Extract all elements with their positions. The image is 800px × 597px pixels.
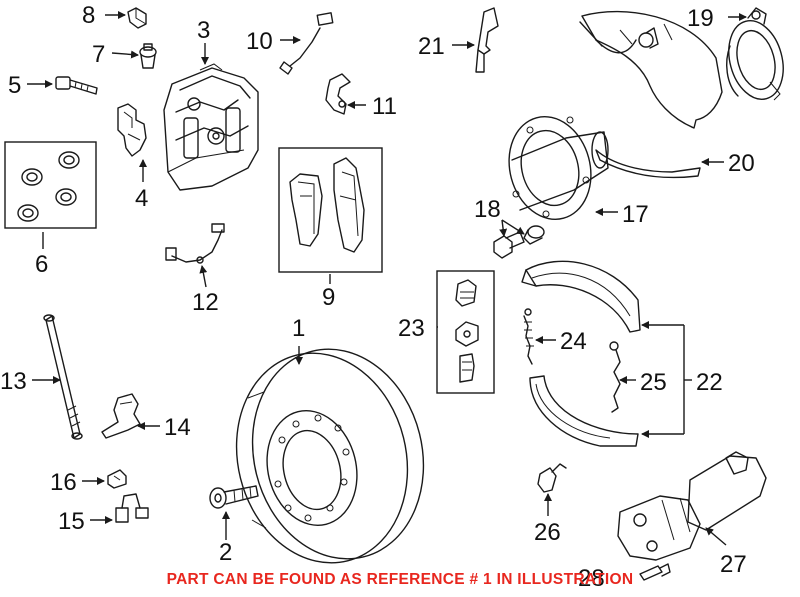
callout-7: 7 <box>92 41 105 68</box>
callout-26: 26 <box>534 519 561 546</box>
callout-leaders <box>27 11 747 546</box>
callout-25: 25 <box>640 369 667 396</box>
part-26-sensor <box>537 463 567 493</box>
callout-17: 17 <box>622 201 649 228</box>
reference-caption: PART CAN BE FOUND AS REFERENCE # 1 IN IL… <box>166 571 634 588</box>
callout-27: 27 <box>720 551 747 578</box>
part-21-speed-sensor <box>475 7 499 73</box>
part-20-dust-shield <box>579 10 723 179</box>
part-22-brake-shoe-lower <box>529 375 639 447</box>
callout-20: 20 <box>728 150 755 177</box>
part-17-wheel-hub <box>508 116 609 220</box>
part-23-adjuster-kit <box>436 270 495 394</box>
callout-4: 4 <box>135 185 148 212</box>
callout-23: 23 <box>398 315 425 342</box>
callout-11: 11 <box>372 93 397 120</box>
part-14-bracket <box>101 393 141 439</box>
callout-13: 13 <box>0 368 27 395</box>
part-22-brake-shoe-upper <box>521 260 641 333</box>
part-27-actuator <box>617 451 767 561</box>
callout-1: 1 <box>292 315 305 342</box>
part-24-spring <box>523 308 534 365</box>
callout-5: 5 <box>8 72 21 99</box>
callout-10: 10 <box>246 28 273 55</box>
callout-16: 16 <box>50 469 77 496</box>
part-11-clip <box>325 73 351 115</box>
part-7-bleeder <box>139 43 157 69</box>
callout-15: 15 <box>58 508 85 535</box>
part-4-bracket <box>117 103 147 157</box>
part-12-wear-sensor <box>165 223 225 264</box>
callout-28: 28 <box>578 565 605 592</box>
part-15-wear-sensor <box>115 493 149 523</box>
part-16-clip <box>107 469 127 489</box>
part-25-spring <box>609 341 621 413</box>
callout-6: 6 <box>35 251 48 278</box>
part-10-wear-sensor <box>279 12 334 75</box>
callout-24: 24 <box>560 328 587 355</box>
callout-18: 18 <box>474 196 501 223</box>
callout-9: 9 <box>322 284 335 311</box>
callout-22: 22 <box>696 369 723 396</box>
part-8-clip <box>127 7 147 29</box>
part-5-bolt <box>55 76 98 95</box>
part-1-brake-rotor <box>235 348 425 564</box>
callout-8: 8 <box>82 2 95 29</box>
part-6-seal-kit <box>4 141 97 229</box>
callout-14: 14 <box>164 414 191 441</box>
callout-21: 21 <box>418 33 445 60</box>
callout-12: 12 <box>192 289 219 316</box>
part-13-rod <box>43 314 83 440</box>
part-3-caliper <box>163 63 259 191</box>
callout-19: 19 <box>687 5 714 32</box>
callout-2: 2 <box>219 539 232 566</box>
part-9-brake-pads <box>278 147 383 273</box>
callout-3: 3 <box>197 17 210 44</box>
part-19-wheel-bearing <box>726 7 784 101</box>
part-28-bolt <box>639 563 671 581</box>
part-2-screw <box>209 485 259 509</box>
callout-numbers: 8 7 5 3 4 6 10 11 12 9 21 19 20 17 18 23… <box>0 2 755 592</box>
